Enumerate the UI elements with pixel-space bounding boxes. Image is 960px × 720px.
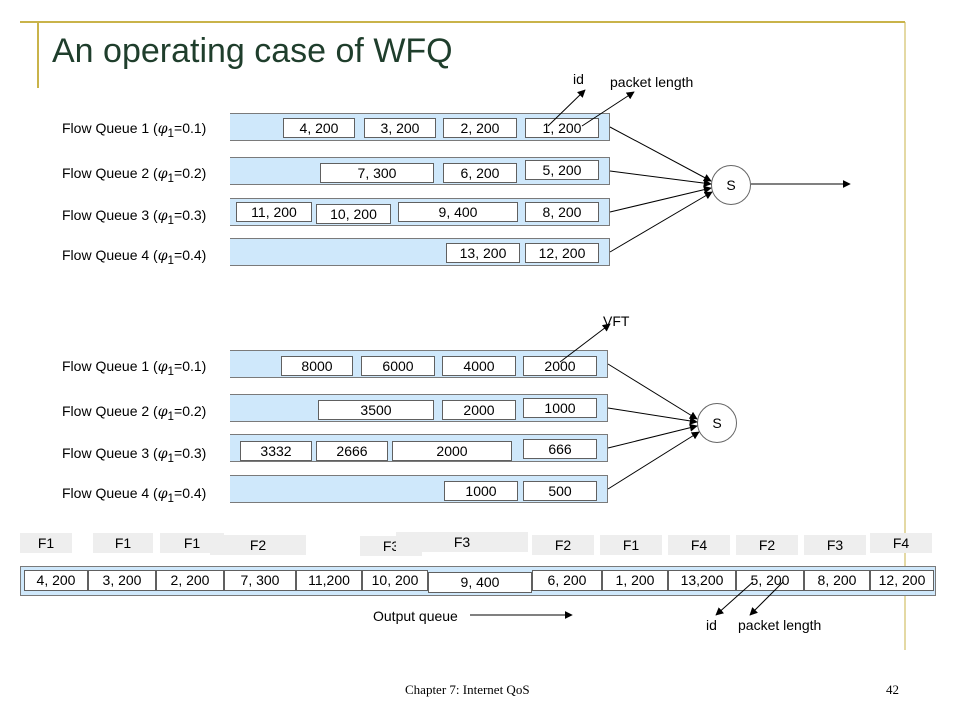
flow-queue-3-label: Flow Queue 3 (φ1=0.3): [62, 207, 207, 227]
flow-tag: F2: [736, 535, 798, 555]
vft-value: 2000: [523, 356, 597, 376]
packet-length-annotation-output: packet length: [738, 617, 822, 633]
packet: 11, 200: [236, 202, 312, 222]
vft-value: 2666: [316, 441, 388, 461]
footer-chapter: Chapter 7: Internet QoS: [405, 682, 530, 697]
vft-value: 3500: [318, 400, 434, 420]
flow-queue-2-label-vft: Flow Queue 2 (φ1=0.2): [62, 403, 207, 423]
flow-tag: F3: [396, 532, 528, 552]
flow-tag: F4: [668, 535, 730, 555]
output-packet: 9, 400: [428, 572, 532, 593]
vft-value: 500: [523, 481, 597, 501]
vft-value: 8000: [281, 356, 353, 376]
flow-tag: F3: [804, 535, 866, 555]
output-packet: 4, 200: [24, 570, 88, 591]
output-packet: 2, 200: [156, 570, 224, 591]
vft-value: 1000: [523, 398, 597, 418]
flow-tag: F1: [160, 533, 224, 553]
vft-value: 3332: [240, 441, 312, 461]
packet: 9, 400: [398, 202, 518, 222]
flow-queue-2-label: Flow Queue 2 (φ1=0.2): [62, 165, 207, 185]
packet: 10, 200: [316, 204, 391, 224]
output-packet: 8, 200: [804, 570, 870, 591]
id-annotation-output: id: [706, 617, 717, 633]
output-packet: 12, 200: [870, 570, 934, 591]
flow-queue-4-label-vft: Flow Queue 4 (φ1=0.4): [62, 485, 207, 505]
packet: 3, 200: [364, 118, 436, 138]
output-packet: 13,200: [668, 570, 736, 591]
output-packet: 1, 200: [602, 570, 668, 591]
packet: 13, 200: [446, 243, 520, 263]
vft-value: 6000: [361, 356, 435, 376]
packet: 4, 200: [283, 118, 355, 138]
flow-queue-1-label-vft: Flow Queue 1 (φ1=0.1): [62, 358, 207, 378]
flow-queue-1-label: Flow Queue 1 (φ1=0.1): [62, 120, 207, 140]
flow-tag: F1: [93, 533, 153, 553]
page-number: 42: [886, 682, 899, 697]
packet: 12, 200: [525, 243, 599, 263]
output-packet: 7, 300: [224, 570, 296, 591]
packet: 5, 200: [525, 160, 599, 180]
flow-tag: F1: [20, 533, 72, 553]
packet: 7, 300: [320, 163, 434, 183]
output-packet: 3, 200: [88, 570, 156, 591]
id-annotation: id: [573, 71, 584, 87]
output-packet: 11,200: [296, 570, 362, 591]
packet: 6, 200: [443, 163, 517, 183]
output-packet: 10, 200: [362, 570, 428, 591]
flow-queue-4-label: Flow Queue 4 (φ1=0.4): [62, 247, 207, 267]
vft-value: 2000: [392, 441, 512, 461]
flow-tag: F1: [600, 535, 662, 555]
vft-value: 1000: [444, 481, 518, 501]
packet: 8, 200: [525, 202, 599, 222]
flow-tag: F2: [532, 535, 594, 555]
slide-title: An operating case of WFQ: [52, 32, 453, 70]
flow-tag: F4: [870, 533, 932, 553]
vft-value: 2000: [442, 400, 516, 420]
packet-length-annotation: packet length: [610, 74, 694, 90]
vft-value: 666: [523, 439, 597, 459]
flow-tag: F2: [210, 535, 306, 555]
output-packet: 5, 200: [736, 570, 804, 591]
packet: 2, 200: [443, 118, 517, 138]
flow-queue-3-label-vft: Flow Queue 3 (φ1=0.3): [62, 445, 207, 465]
vft-value: 4000: [442, 356, 516, 376]
output-queue-label: Output queue: [373, 608, 458, 624]
output-packet: 6, 200: [532, 570, 602, 591]
packet: 1, 200: [525, 118, 599, 138]
